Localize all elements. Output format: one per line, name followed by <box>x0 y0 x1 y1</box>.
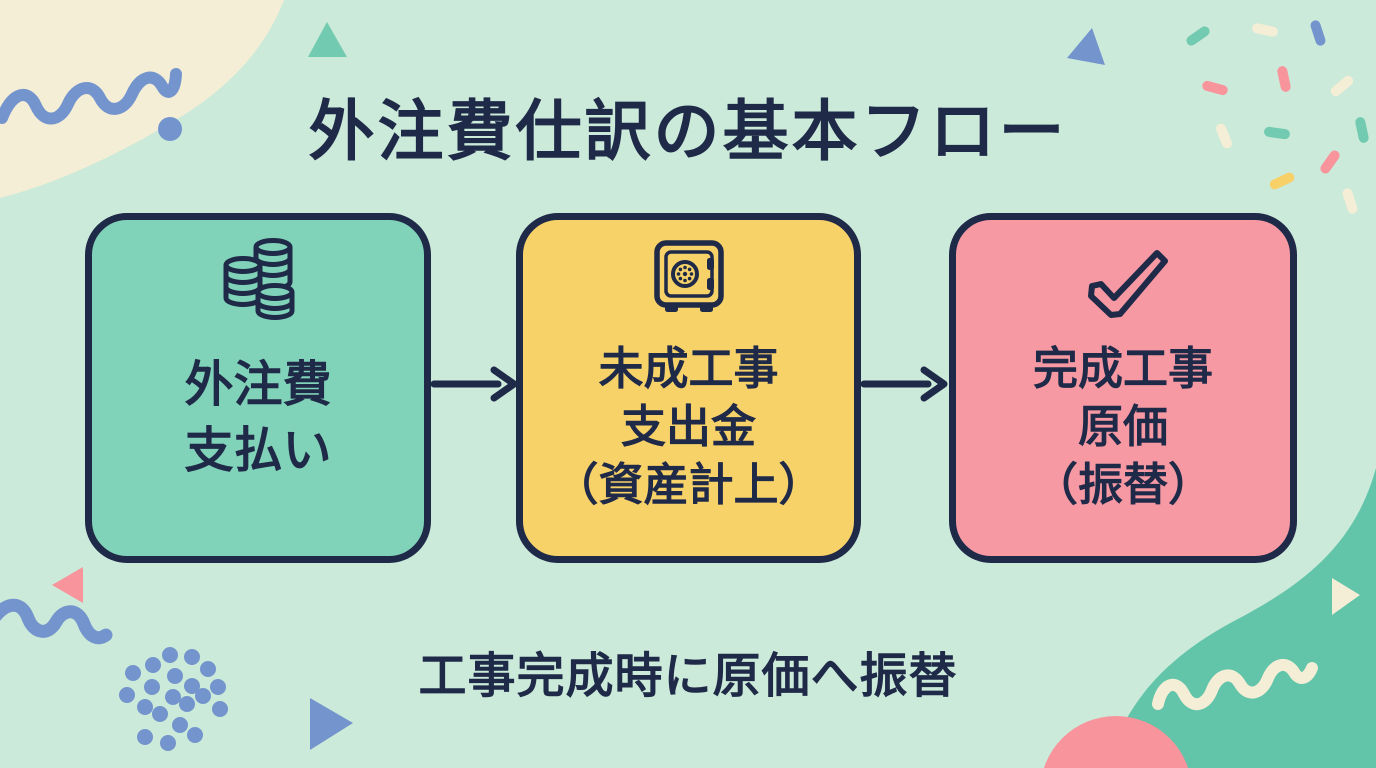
flow-step-label: 未成工事 支出金 （資産計上） <box>553 340 823 514</box>
label-line: 原価 <box>1077 400 1168 453</box>
label-line: （振替） <box>1032 458 1213 511</box>
coins-icon <box>223 238 295 320</box>
label-line: 支払い <box>184 422 332 479</box>
flow-step-label: 完成工事 原価 （振替） <box>1033 340 1213 514</box>
check-icon <box>1088 250 1168 318</box>
cream-triangle <box>1332 578 1360 615</box>
label-line: 未成工事 <box>598 342 779 395</box>
confetti-group <box>1186 20 1369 214</box>
footer-note: 工事完成時に原価へ振替 <box>418 648 958 704</box>
dot-cluster <box>119 647 228 751</box>
squiggle-line-bottom-left <box>0 598 113 645</box>
blue-triangle-top <box>1067 28 1105 65</box>
flow-step-completed-cost: 完成工事 原価 （振替） <box>949 213 1297 563</box>
blue-dot <box>158 117 182 141</box>
flow-step-outsourcing-payment: 外注費 支払い <box>85 213 431 563</box>
flow-step-label: 外注費 支払い <box>184 352 331 484</box>
page-title: 外注費仕訳の基本フロー <box>308 93 1068 170</box>
pink-triangle <box>52 567 83 603</box>
label-line: （資産計上） <box>553 458 824 511</box>
label-line: 外注費 <box>184 356 332 413</box>
green-triangle <box>308 22 347 57</box>
label-line: 完成工事 <box>1032 342 1213 395</box>
blue-triangle-bottom <box>310 698 353 750</box>
squiggle-line-top-left <box>0 68 182 125</box>
arrow-right-icon <box>920 366 948 402</box>
squiggle-line-bottom-right <box>1152 658 1318 710</box>
pink-circle <box>1043 716 1189 768</box>
flow-step-construction-in-progress: 未成工事 支出金 （資産計上） <box>516 213 861 563</box>
cream-blob-top-left <box>0 0 284 198</box>
safe-icon <box>653 240 724 312</box>
label-line: 支出金 <box>620 400 756 453</box>
teal-blob-bottom-right <box>1106 468 1376 768</box>
arrow-right-icon <box>490 366 518 402</box>
